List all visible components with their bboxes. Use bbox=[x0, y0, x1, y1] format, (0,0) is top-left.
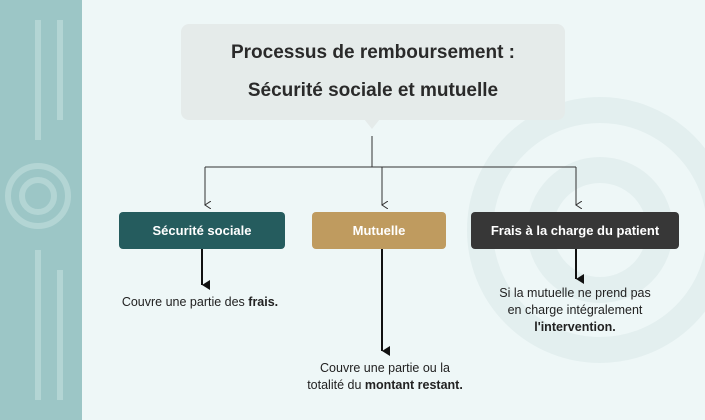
desc-frais-patient: Si la mutuelle ne prend pas en charge in… bbox=[470, 285, 680, 336]
desc-mutuelle-bold: montant restant. bbox=[364, 378, 463, 392]
node-frais-patient: Frais à la charge du patient bbox=[471, 212, 679, 249]
title-line-1: Processus de remboursement : bbox=[230, 42, 516, 63]
desc-frais-line1: Si la mutuelle ne prend pas bbox=[499, 286, 651, 300]
node-securite-sociale: Sécurité sociale bbox=[119, 212, 285, 249]
desc-securite-text: Couvre une partie des bbox=[121, 295, 249, 309]
desc-securite-sociale: Couvre une partie des frais. bbox=[100, 294, 300, 311]
desc-frais-bold-line: l'intervention. bbox=[470, 319, 680, 336]
desc-mutuelle-line2: totalité du montant restant. bbox=[290, 377, 480, 394]
desc-frais-line2: en charge intégralement bbox=[507, 303, 643, 317]
title-pointer bbox=[364, 119, 380, 129]
desc-frais-bold: l'intervention. bbox=[534, 320, 616, 334]
desc-mutuelle-line1: Couvre une partie ou la bbox=[320, 361, 450, 375]
node-mutuelle: Mutuelle bbox=[312, 212, 446, 249]
title-line-2: Sécurité sociale et mutuelle bbox=[247, 80, 499, 101]
desc-mutuelle-line2-text: totalité du bbox=[307, 378, 365, 392]
desc-mutuelle: Couvre une partie ou la totalité du mont… bbox=[290, 360, 480, 394]
title-box: Processus de remboursement : Sécurité so… bbox=[181, 24, 565, 120]
desc-securite-bold: frais. bbox=[248, 295, 279, 309]
